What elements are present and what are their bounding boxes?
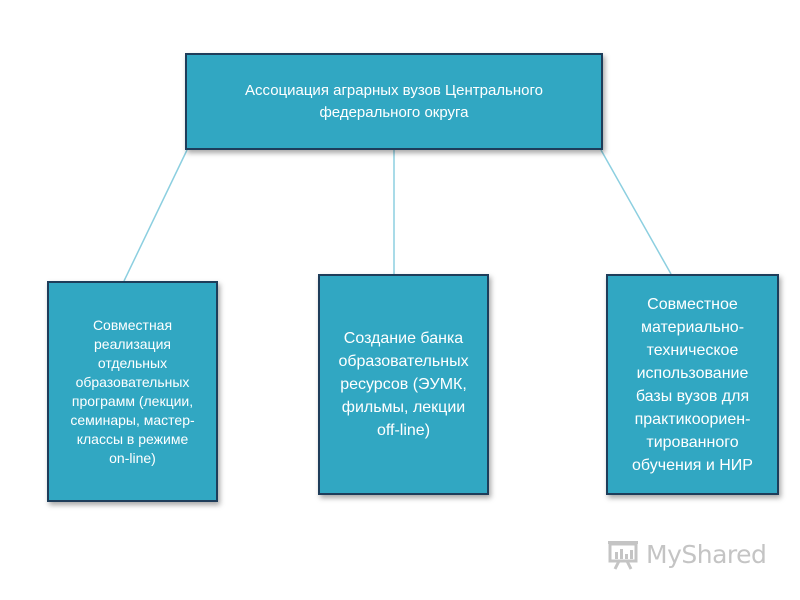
child-node-resource-bank: Создание банка образовательных ресурсов … <box>318 274 489 495</box>
presentation-board-icon <box>608 541 638 570</box>
child-node-shared-facilities: Совместное материально- техническое испо… <box>606 274 779 495</box>
root-node-association: Ассоциация аграрных вузов Центрального ф… <box>185 53 603 150</box>
child-node-joint-programs: Совместная реализация отдельных образова… <box>47 281 218 502</box>
watermark: MyShared <box>606 536 767 572</box>
connector-root-to-left <box>123 149 188 282</box>
connector-root-to-right <box>600 149 672 275</box>
watermark-text: MyShared <box>646 539 767 569</box>
